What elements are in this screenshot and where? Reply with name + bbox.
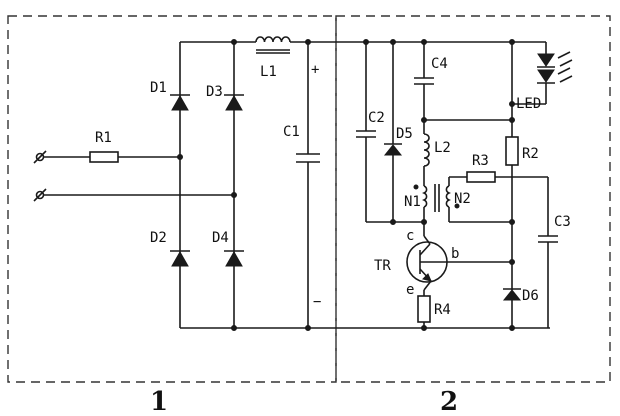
- capacitor-c4: [414, 77, 434, 85]
- capacitor-c2: [356, 130, 376, 138]
- label-tr: TR: [374, 258, 391, 274]
- led-string: [537, 51, 573, 84]
- label-c-pin: c: [406, 228, 414, 244]
- resistor-r4: [417, 295, 431, 323]
- label-c3: C3: [554, 214, 571, 230]
- diode-d4: [224, 250, 244, 267]
- label-l1: L1: [260, 64, 277, 80]
- diode-d3: [224, 94, 244, 111]
- label-d2: D2: [150, 230, 167, 246]
- label-l2: L2: [434, 140, 451, 156]
- diode-d1: [170, 94, 190, 111]
- label-c2: C2: [368, 110, 385, 126]
- label-e-pin: e: [406, 282, 414, 298]
- diode-d2: [170, 250, 190, 267]
- label-r3: R3: [472, 153, 489, 169]
- label-d6: D6: [522, 288, 539, 304]
- capacitor-c1: [296, 153, 320, 163]
- transformer-core: [434, 184, 440, 212]
- label-r4: R4: [434, 302, 451, 318]
- transformer-winding-n1: [422, 185, 428, 208]
- label-c4: C4: [431, 56, 448, 72]
- section-1-label: 1: [150, 387, 168, 416]
- label-d1: D1: [150, 80, 167, 96]
- label-n1: N1: [404, 194, 421, 210]
- label-r1: R1: [95, 130, 112, 146]
- inductor-l1: [255, 36, 291, 54]
- transformer-winding-n2: [445, 185, 451, 208]
- resistor-r3: [466, 171, 496, 183]
- label-d4: D4: [212, 230, 229, 246]
- label-d5: D5: [396, 126, 413, 142]
- diode-d5: [383, 143, 403, 156]
- label-c1: C1: [283, 124, 300, 140]
- label-b-pin: b: [451, 246, 459, 262]
- resistor-r1: [89, 151, 119, 163]
- label-d3: D3: [206, 84, 223, 100]
- label-plus: +: [311, 62, 319, 78]
- label-n2: N2: [454, 191, 471, 207]
- winding-polarity-dots: [413, 184, 460, 209]
- diode-d6: [502, 288, 522, 301]
- section-2-label: 2: [440, 387, 458, 416]
- junctions-section-1: [177, 39, 311, 331]
- section-2-box: [335, 15, 611, 383]
- section-1-box: [7, 15, 337, 383]
- label-r2: R2: [522, 146, 539, 162]
- junctions-section-2: [363, 39, 515, 331]
- resistor-r2: [505, 136, 519, 166]
- label-minus: −: [313, 294, 321, 310]
- ac-input-terminals: [33, 150, 47, 202]
- capacitor-c3: [538, 235, 558, 243]
- label-led: LED: [516, 96, 541, 112]
- inductor-l2: [423, 133, 430, 167]
